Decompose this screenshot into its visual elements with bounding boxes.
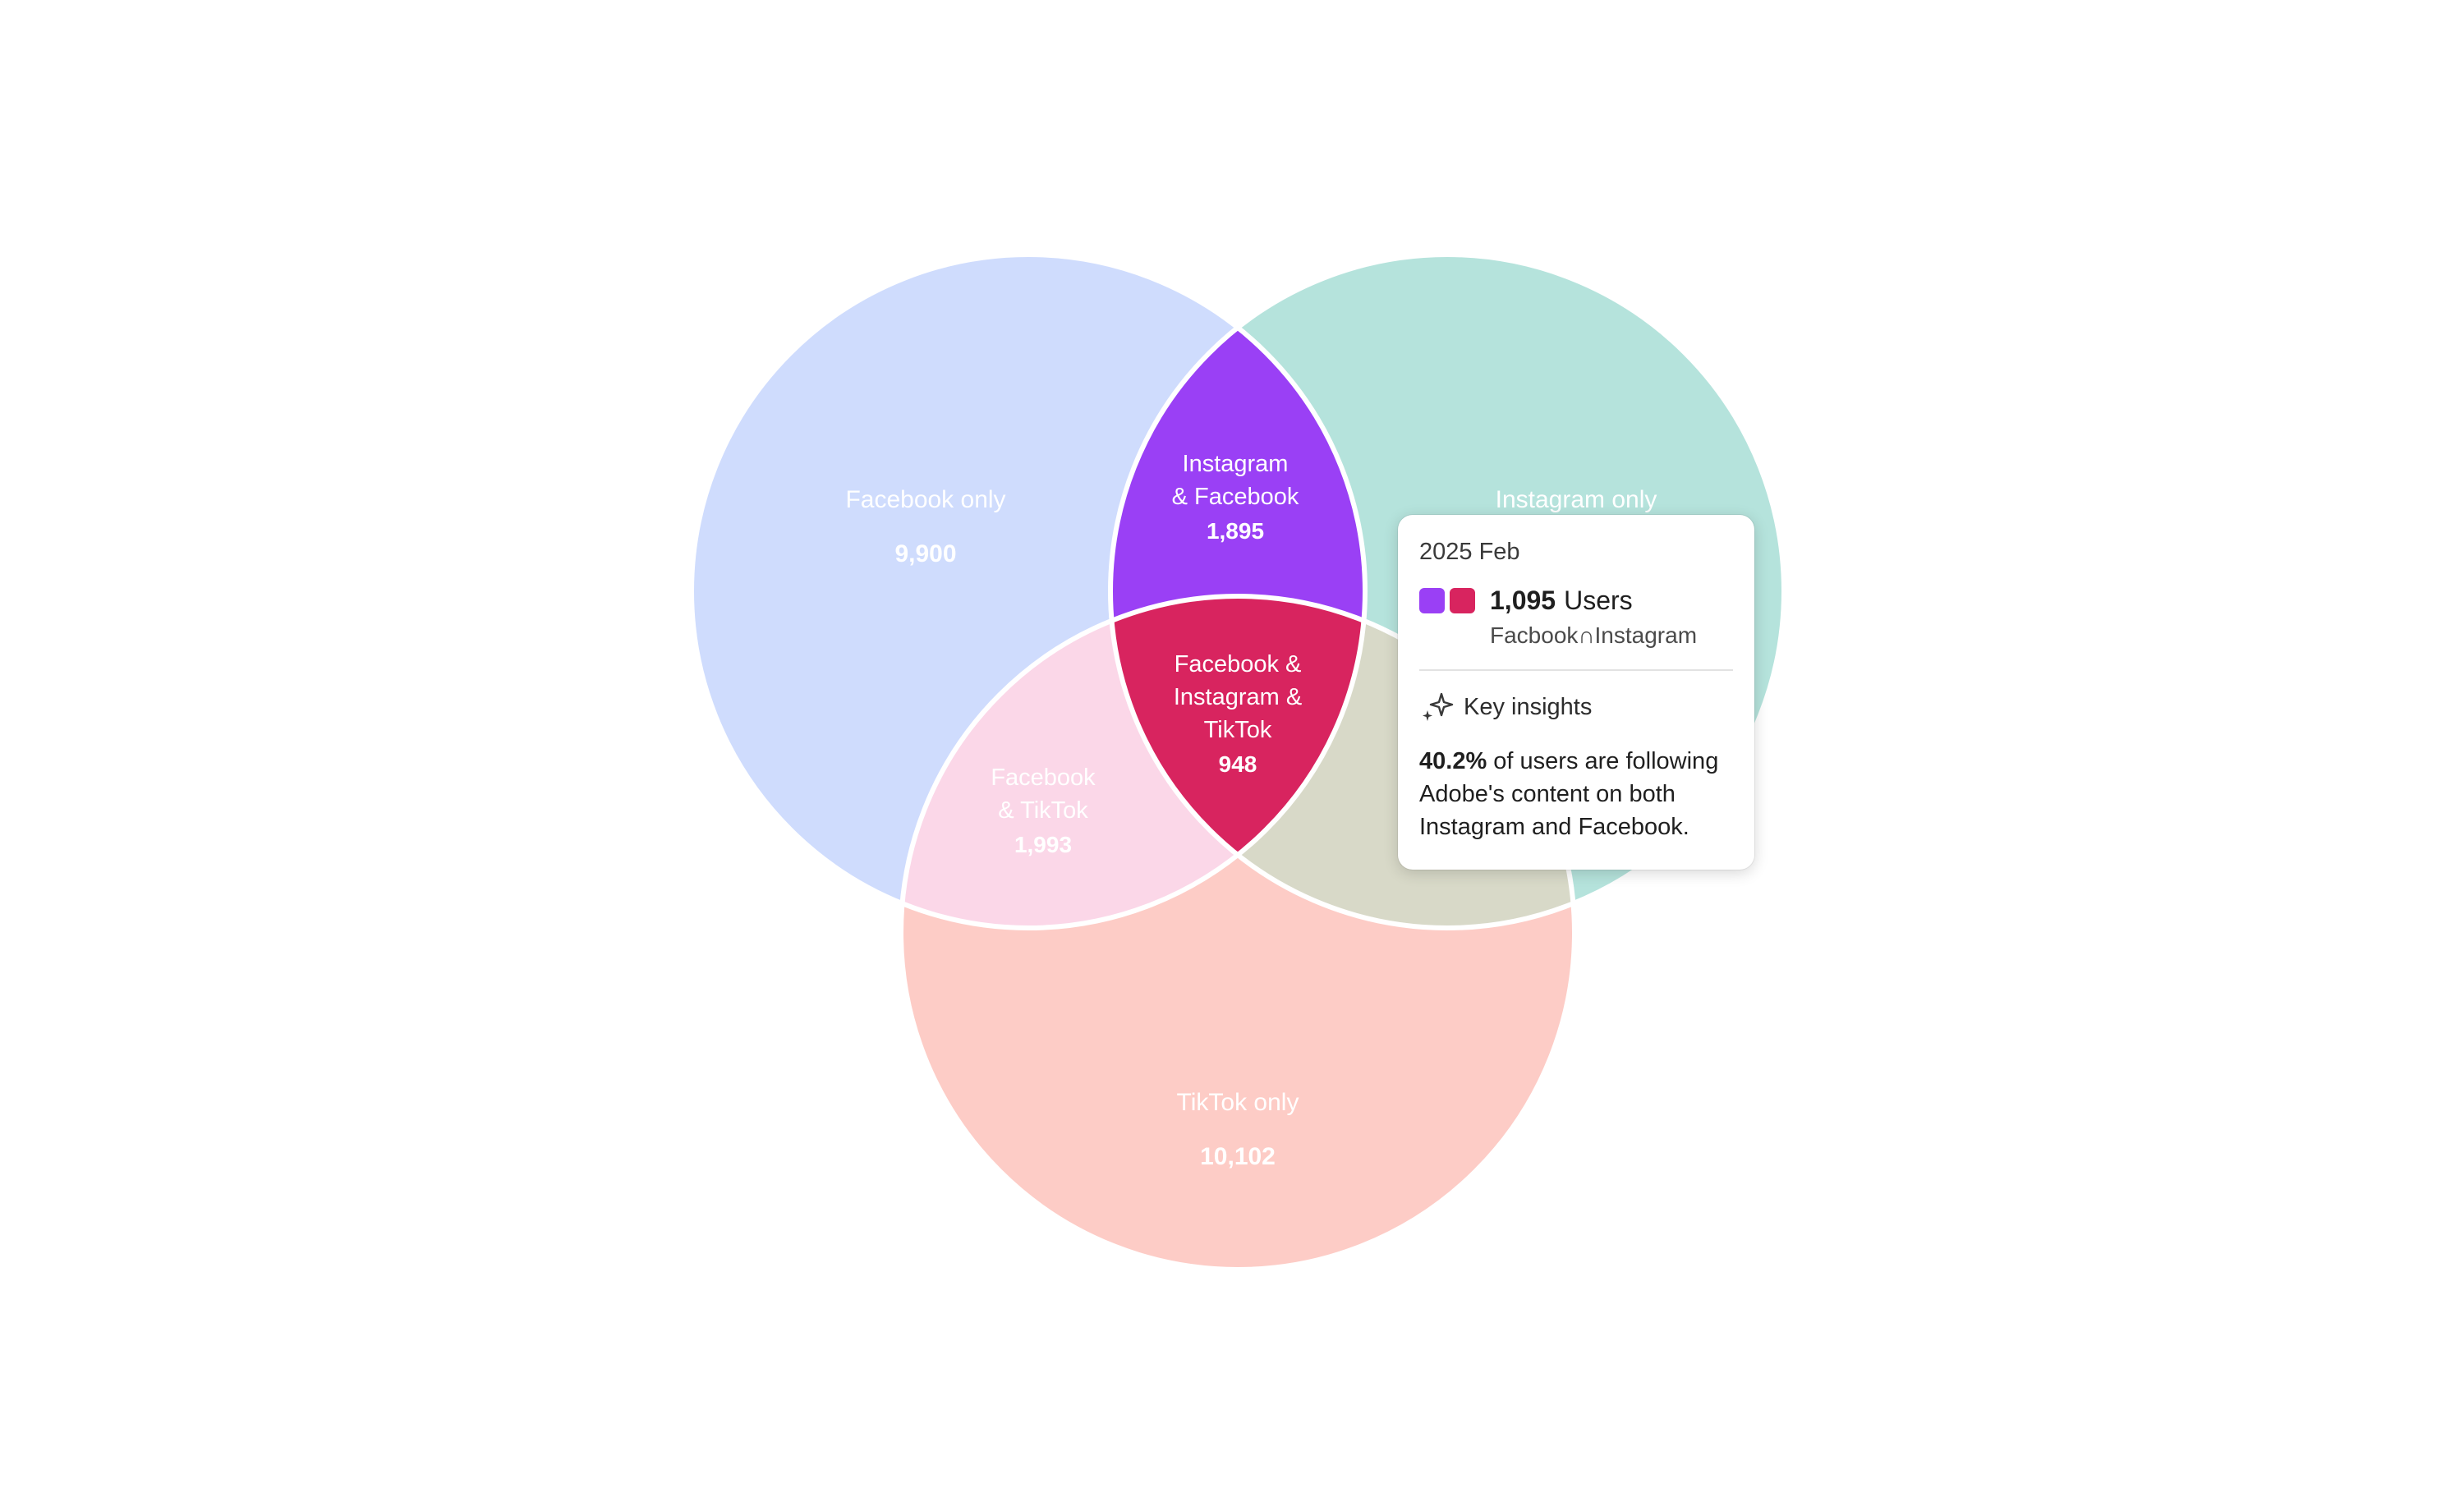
instagram-facebook-label-line-1: Instagram bbox=[1183, 451, 1289, 477]
facebook-tiktok-label-line-2: & TikTok bbox=[998, 797, 1088, 824]
all-three-label-line-2: Instagram & bbox=[1174, 684, 1302, 710]
all-three-value: 948 bbox=[1219, 751, 1257, 777]
insight-title: Key insights bbox=[1464, 693, 1593, 720]
facebook-tiktok-value: 1,993 bbox=[1014, 832, 1072, 857]
facebook-only-value: 9,900 bbox=[894, 540, 956, 567]
tooltip-date: 2025 Feb bbox=[1419, 539, 1520, 565]
all-three-label-line-3: TikTok bbox=[1204, 717, 1272, 743]
tooltip-count-row: 1,095 Users bbox=[1419, 584, 1733, 617]
instagram-facebook-value: 1,895 bbox=[1207, 518, 1264, 544]
facebook-circle-outline bbox=[689, 252, 1368, 930]
tooltip-set-label: Facbook∩Instagram bbox=[1490, 622, 1698, 648]
instagram-only-label: Instagram only bbox=[1496, 486, 1657, 513]
facebook-tiktok-region[interactable] bbox=[901, 596, 1574, 1270]
facebook-tiktok-label-line-1: Facebook bbox=[991, 765, 1096, 791]
tooltip-count: 1,095 bbox=[1490, 585, 1556, 615]
tooltip: 2025 Feb 1,095 Users Facbook∩Instagram K… bbox=[1398, 515, 1754, 870]
tiktok-only-label: TikTok only bbox=[1177, 1089, 1299, 1116]
instagram-circle-outline bbox=[1108, 252, 1786, 930]
insight-text: 40.2% of users are following Adobe's con… bbox=[1419, 745, 1733, 843]
insight-header: Key insights bbox=[1419, 691, 1733, 723]
tiktok-circle-outline bbox=[899, 594, 1577, 1272]
all-three-swatch bbox=[1450, 587, 1475, 613]
instagram-facebook-label-line-2: & Facebook bbox=[1172, 484, 1299, 510]
facebook-only-label: Facebook only bbox=[845, 486, 1005, 513]
all-three-label-line-1: Facebook & bbox=[1175, 651, 1302, 677]
instagram-facebook-swatch bbox=[1419, 587, 1445, 613]
sparkle-icon bbox=[1423, 692, 1454, 721]
insight-sentence: of users are following Adobe's content o… bbox=[1419, 748, 1719, 840]
tooltip-divider bbox=[1419, 669, 1733, 671]
tooltip-unit: Users bbox=[1564, 585, 1633, 615]
tiktok-only-value: 10,102 bbox=[1200, 1143, 1276, 1170]
insight-highlight: 40.2% bbox=[1419, 748, 1487, 774]
